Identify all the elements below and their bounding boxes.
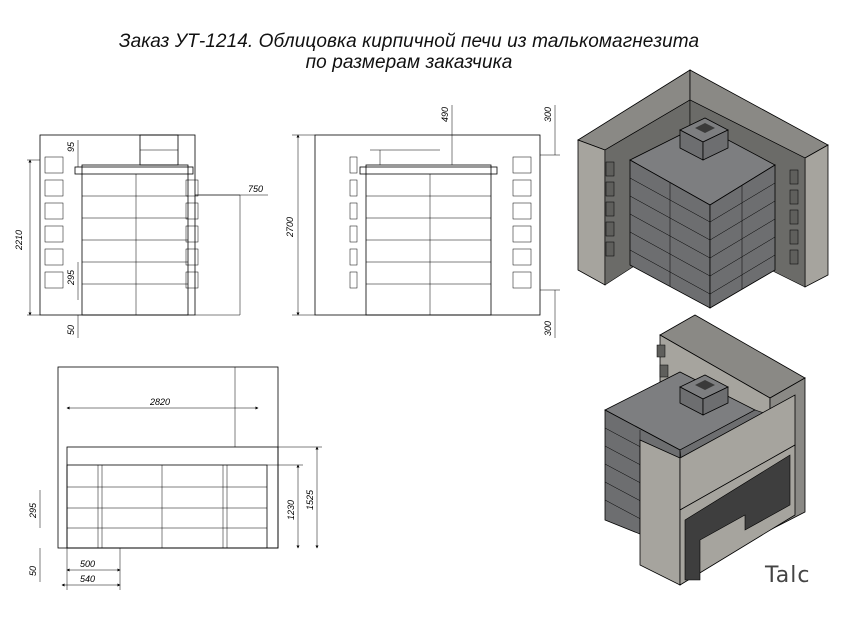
dim-295-plan: 295 (28, 502, 38, 519)
dim-300-top: 300 (543, 107, 553, 122)
front-view: 2210 95 295 50 750 (14, 134, 268, 338)
dim-300-bottom: 300 (543, 321, 553, 336)
dim-750: 750 (248, 184, 263, 194)
dim-1525: 1525 (305, 489, 315, 510)
dim-2820: 2820 (149, 397, 170, 407)
drawing-title-line2: по размерам заказчика (305, 52, 513, 73)
dim-2700: 2700 (285, 217, 295, 238)
side-view: 2700 490 300 300 (285, 105, 560, 338)
isometric-view-1 (577, 69, 829, 309)
dim-490: 490 (440, 107, 450, 122)
dim-295-front: 295 (66, 269, 76, 286)
dim-1230: 1230 (286, 500, 296, 520)
dim-50-plan: 50 (28, 566, 38, 576)
dim-2210: 2210 (14, 230, 24, 251)
dim-95: 95 (66, 141, 76, 152)
drawing-title-line1: Заказ УТ-1214. Облицовка кирпичной печи … (118, 31, 700, 52)
dim-500: 500 (80, 559, 95, 569)
dim-540: 540 (80, 574, 95, 584)
isometric-view-2 (604, 314, 806, 586)
dim-50-front: 50 (66, 325, 76, 335)
plan-view: 2820 1230 1525 295 50 500 540 (28, 366, 322, 590)
talc-logo: Talc (765, 563, 811, 588)
